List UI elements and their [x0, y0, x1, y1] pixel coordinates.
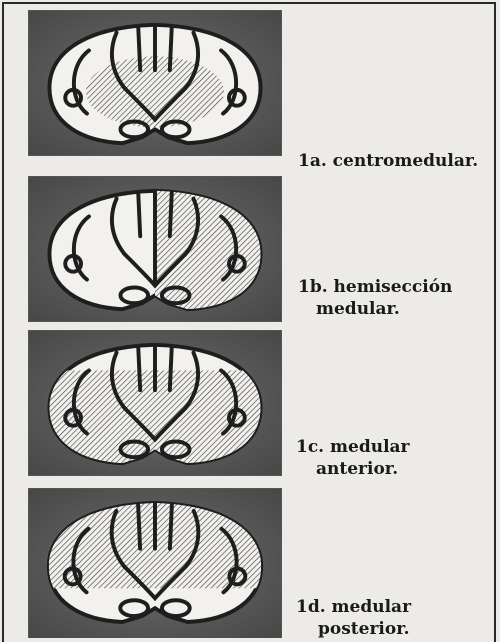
caption-1d-line2: posterior. [296, 618, 411, 640]
caption-1d-line1: 1d. medular [296, 596, 411, 618]
spinal-cord-diagram-1c [29, 331, 281, 475]
spinal-cord-diagram-1a [29, 11, 281, 155]
caption-1c-line2: anterior. [296, 458, 410, 480]
caption-1b-line2: medular. [298, 298, 452, 320]
caption-1c: 1c. medular anterior. [296, 436, 410, 480]
caption-1a-line1: 1a. centromedular. [298, 151, 478, 171]
caption-1b-line1: 1b. hemisección [298, 276, 452, 298]
panel-1d-posterior [28, 488, 282, 638]
panel-1a-centromedular [28, 10, 282, 156]
panel-1c-anterior [28, 330, 282, 476]
panel-1b-hemiseccion [28, 176, 282, 322]
spinal-cord-diagram-1d [29, 489, 281, 638]
caption-1b: 1b. hemisección medular. [298, 276, 452, 320]
spinal-cord-diagram-1b [29, 177, 281, 321]
caption-1c-line1: 1c. medular [296, 436, 410, 458]
caption-1a: 1a. centromedular. [298, 150, 478, 172]
caption-1d: 1d. medular posterior. [296, 596, 411, 640]
